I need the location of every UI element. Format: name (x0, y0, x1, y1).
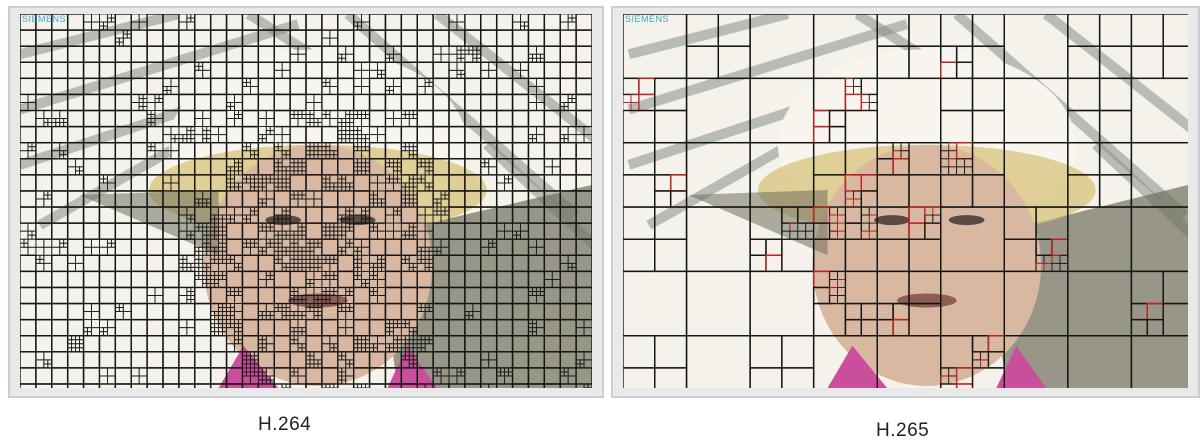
eye-right (949, 215, 985, 225)
h264-panel: SIEMENS (8, 6, 604, 398)
h264-caption: H.264 (258, 414, 311, 436)
h264-video-frame: SIEMENS (20, 14, 592, 388)
h265-caption: H.265 (876, 420, 929, 442)
mouth (897, 293, 957, 307)
face (813, 145, 1041, 386)
eye-left (874, 215, 910, 225)
watermark-text: SIEMENS (625, 14, 669, 24)
h265-video-frame: SIEMENS (623, 14, 1188, 388)
watermark-text: SIEMENS (22, 14, 66, 24)
h265-frame-graphic (623, 14, 1188, 388)
h265-panel: SIEMENS (611, 6, 1200, 398)
h264-frame-graphic (20, 14, 592, 388)
